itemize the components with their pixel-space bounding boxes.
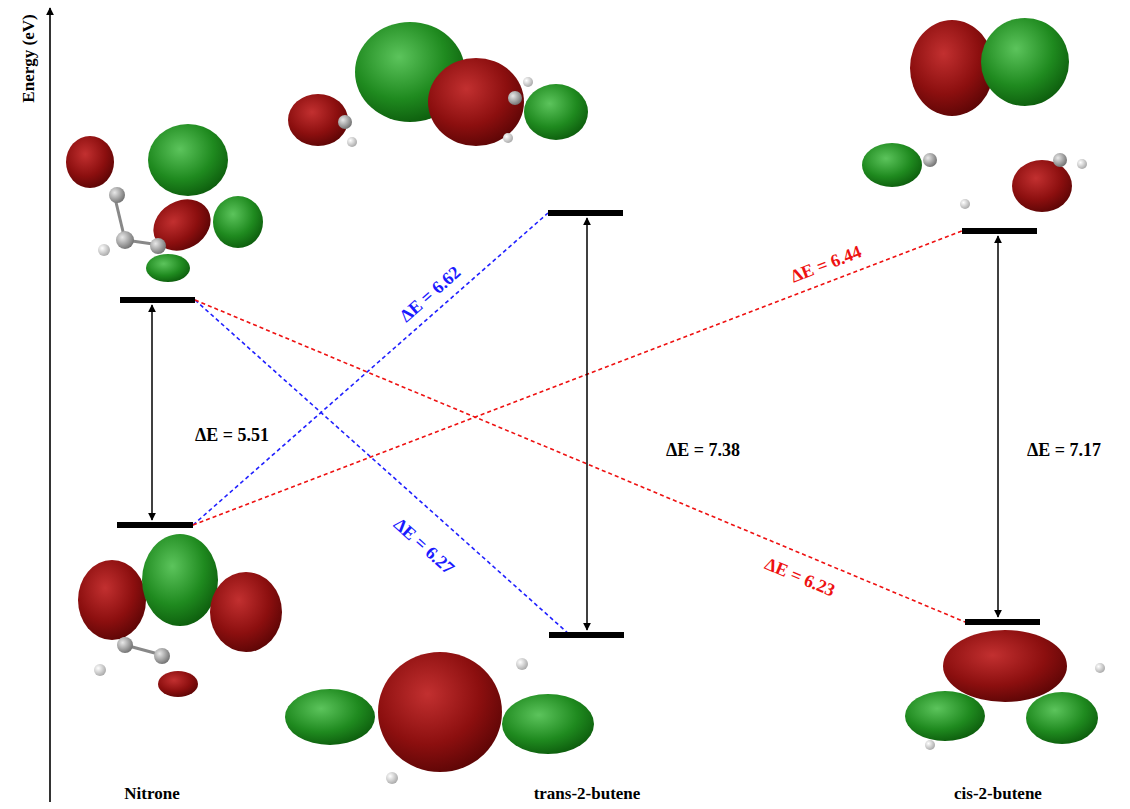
- cis-lumo: [862, 18, 1087, 212]
- orbital-lobe: [502, 694, 594, 754]
- orbital-lobe: [142, 534, 218, 626]
- atom: [503, 133, 513, 143]
- energy-level: [120, 297, 195, 303]
- energy-level: [965, 619, 1040, 625]
- gap-label: ΔE = 7.38: [666, 441, 740, 459]
- orbital-lobe: [943, 630, 1067, 702]
- energy-level: [549, 632, 624, 638]
- trans-homo: [285, 652, 594, 784]
- atom: [154, 648, 170, 664]
- orbital-lobe: [1012, 160, 1072, 212]
- molecule-name: cis-2-butene: [954, 785, 1042, 802]
- orbital-lobe: [285, 689, 375, 745]
- molecule-name: trans-2-butene: [534, 785, 641, 802]
- orbital-lobe: [148, 124, 228, 196]
- atom: [1077, 159, 1087, 169]
- atom: [150, 238, 166, 254]
- orbital-lobe: [981, 18, 1069, 106]
- gap-arrow: [151, 305, 153, 520]
- atom: [386, 772, 398, 784]
- atom: [109, 187, 125, 203]
- red-dashed-line: [193, 231, 962, 525]
- orbital-lobe: [213, 196, 263, 248]
- orbital-lobe: [158, 671, 198, 697]
- molecule-name: Nitrone: [124, 785, 179, 802]
- atom: [523, 77, 533, 87]
- orbital-lobe: [146, 254, 190, 282]
- orbital-lobe: [910, 20, 994, 116]
- atom: [338, 115, 352, 129]
- atom: [925, 740, 935, 750]
- gap-label: ΔE = 6.27: [390, 515, 457, 578]
- gap-arrow: [997, 236, 999, 617]
- orbital-lobe: [1026, 692, 1098, 744]
- orbital-lobe: [905, 691, 985, 741]
- gap-label: ΔE = 5.51: [195, 426, 269, 444]
- orbital-lobe: [378, 652, 502, 772]
- orbital-lobe: [428, 58, 524, 146]
- orbital-lobe: [66, 136, 114, 188]
- energy-level: [117, 522, 193, 528]
- gap-label: ΔE = 6.23: [762, 554, 837, 599]
- atom: [116, 231, 134, 249]
- atom: [960, 199, 970, 209]
- cis-homo: [905, 630, 1105, 750]
- atom: [508, 91, 522, 105]
- gap-arrow: [586, 218, 588, 630]
- energy-level: [548, 210, 623, 216]
- atom: [1095, 663, 1105, 673]
- atom: [94, 664, 106, 676]
- orbital-lobe: [524, 84, 588, 140]
- energy-level: [962, 228, 1037, 234]
- energy-axis: [49, 8, 51, 802]
- gap-label: ΔE = 6.44: [788, 242, 864, 285]
- blue-dashed-line: [193, 213, 548, 525]
- red-dashed-line: [195, 300, 965, 622]
- nitrone-lumo: [66, 124, 263, 282]
- atom: [347, 137, 357, 147]
- atom: [516, 658, 528, 670]
- orbital-lobe: [210, 572, 282, 652]
- gap-label: ΔE = 7.17: [1027, 441, 1101, 459]
- atom: [98, 244, 110, 256]
- nitrone-homo: [78, 534, 282, 697]
- atom: [117, 637, 133, 653]
- orbital-lobe: [144, 189, 220, 261]
- axis-label: Energy (eV): [20, 14, 37, 102]
- trans-lumo: [288, 22, 588, 147]
- orbital-lobe: [862, 143, 922, 187]
- orbital-lobe: [78, 560, 146, 640]
- atom: [923, 153, 937, 167]
- atom: [1053, 153, 1067, 167]
